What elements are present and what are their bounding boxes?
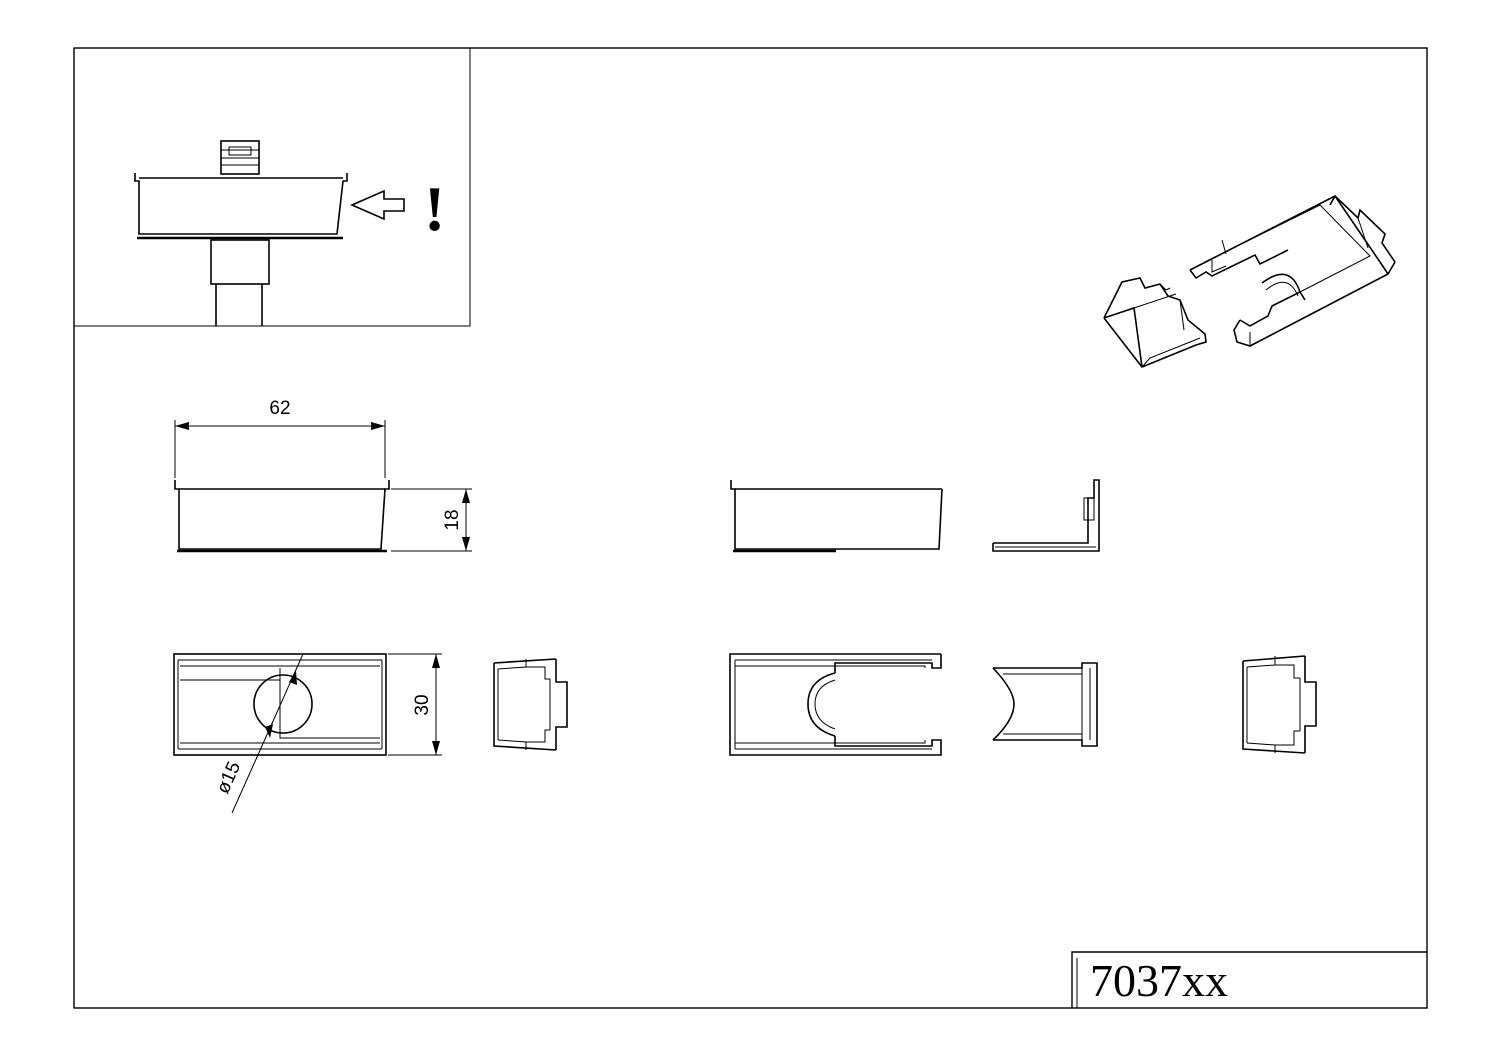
part-number: 7037xx — [1090, 955, 1228, 1006]
end-cap-right-view — [1242, 655, 1317, 754]
housing-isometric — [1189, 195, 1396, 347]
width-dimension: 62 — [174, 398, 386, 478]
width-dimension-label: 62 — [269, 398, 290, 419]
hole-dimension-label: ø15 — [213, 759, 246, 797]
front-view-dimensioned: 62 18 — [174, 398, 472, 553]
cover-front-view — [730, 480, 943, 553]
mounting-pipe — [210, 239, 270, 326]
end-cap-left-view — [493, 658, 568, 751]
cable-cutout — [807, 672, 836, 737]
detail-view: ! — [73, 47, 471, 327]
drawing-frame — [73, 47, 1428, 1009]
title-block: 7037xx — [1071, 951, 1427, 1008]
connector-plug — [220, 140, 260, 175]
isometric-view — [1103, 195, 1396, 368]
detail-view-border — [73, 47, 471, 327]
hole-dimension: ø15 — [213, 653, 304, 814]
height-dimension: 18 — [391, 488, 472, 552]
depth-dimension: 30 — [388, 653, 442, 756]
cover-side-view — [134, 173, 348, 240]
bracket-side-view — [992, 479, 1100, 552]
bracket-top-view — [992, 662, 1098, 747]
cable-hole — [253, 674, 313, 734]
top-view-dimensioned: ø15 30 — [173, 653, 442, 814]
housing-top-view — [729, 653, 942, 756]
arrow-left-icon — [350, 189, 405, 221]
warning-icon: ! — [424, 173, 445, 244]
depth-dimension-label: 30 — [412, 694, 433, 715]
end-cap-isometric — [1103, 277, 1207, 368]
height-dimension-label: 18 — [442, 509, 463, 530]
